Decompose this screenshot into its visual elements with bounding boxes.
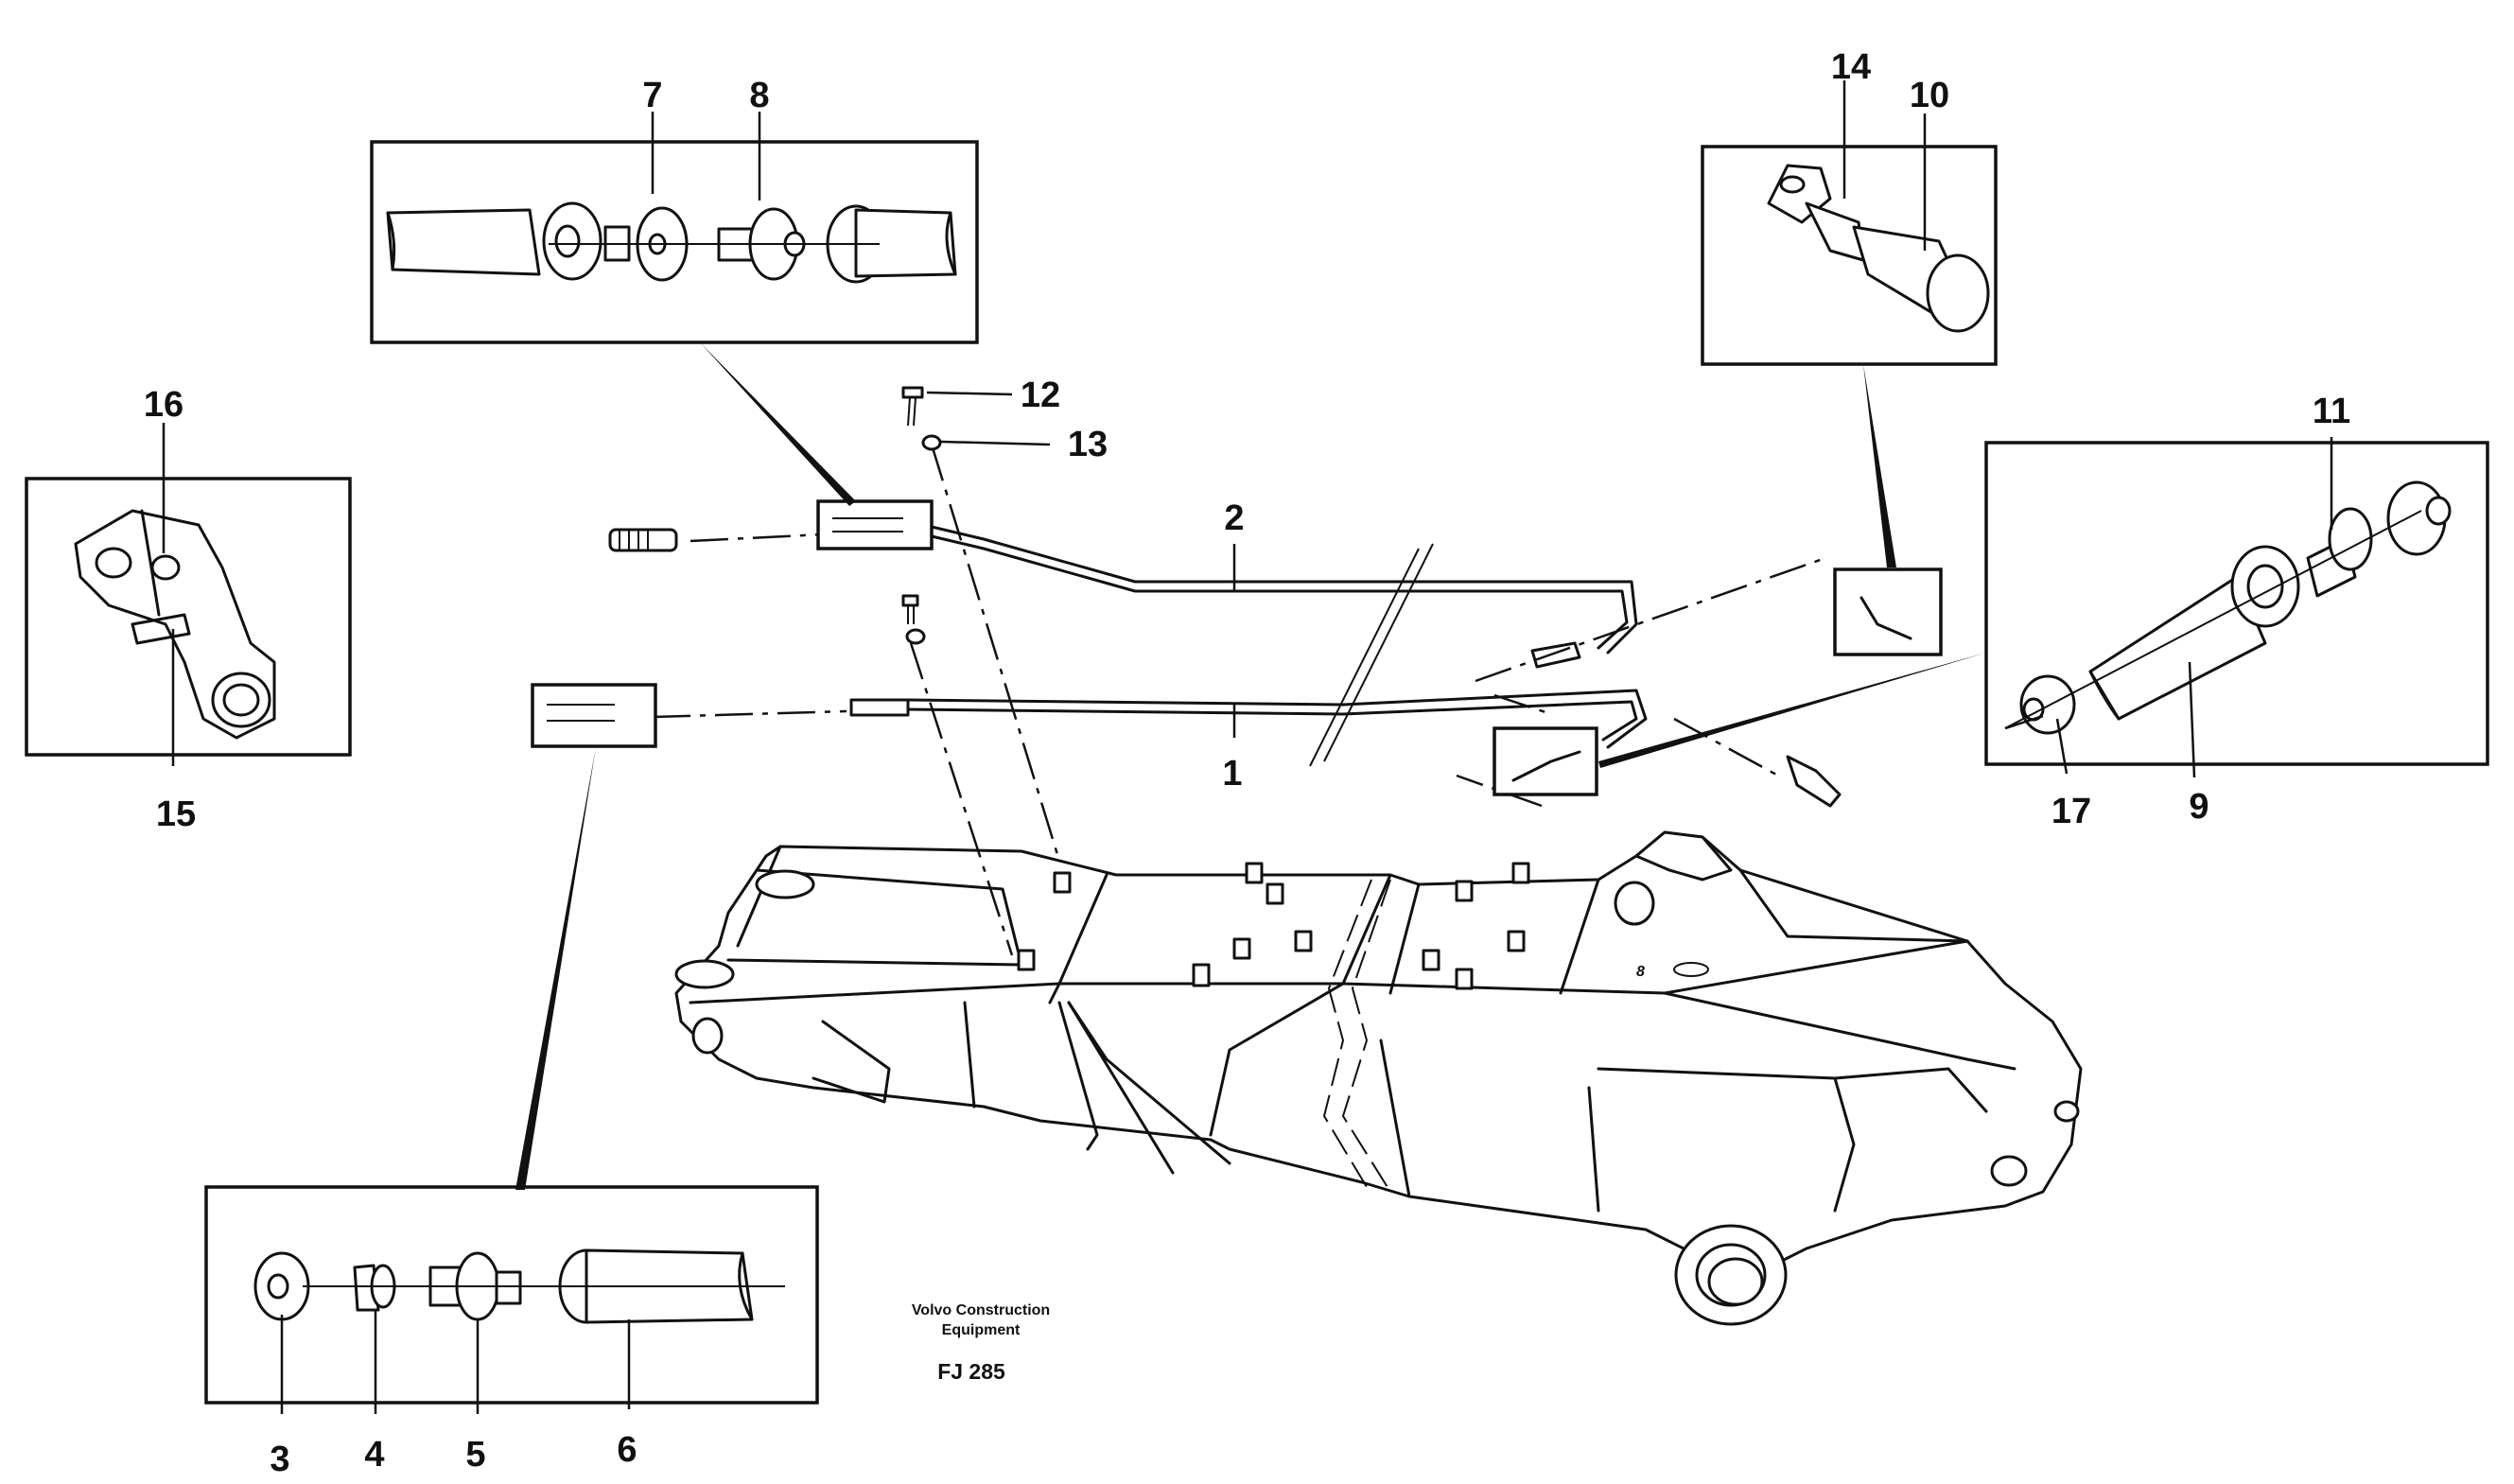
detail-panel-clamp-16-15: [25, 477, 352, 757]
callout-9: 9: [2189, 787, 2208, 827]
callout-10: 10: [1910, 76, 1949, 115]
callout-7: 7: [642, 76, 662, 115]
detail-panel-union-7-8: [370, 140, 979, 344]
pipe-clamp-blocks: [1017, 862, 1530, 990]
company-name-line1: Volvo Construction: [912, 1302, 1050, 1318]
callout-13: 13: [1068, 425, 1108, 464]
callout-leaders: [162, 80, 2333, 1414]
callout-6: 6: [617, 1430, 637, 1470]
boom-assembly: 8: [674, 830, 2083, 1326]
callout-15: 15: [156, 794, 196, 834]
union-detail-box: [1493, 726, 1598, 796]
callout-3: 3: [270, 1440, 289, 1479]
callout-16: 16: [144, 385, 183, 425]
figure-caption: Volvo Construction Equipment FJ 285: [912, 1302, 1050, 1384]
callout-17: 17: [2051, 792, 2091, 831]
callout-8: 8: [749, 76, 769, 115]
coupling-detail-box-lower: [531, 683, 657, 748]
callout-1: 1: [1222, 754, 1242, 794]
detail-connectors: [515, 342, 1986, 1190]
callout-5: 5: [465, 1435, 485, 1475]
callout-numbers: 7 8 14 10 12 13 16 15 2 1 11 17 9 3 4 5 …: [144, 47, 2350, 1479]
detail-panel-fitting-3-6: [204, 1185, 819, 1405]
callout-2: 2: [1224, 498, 1244, 538]
figure-code: FJ 285: [937, 1359, 1005, 1384]
detail-panel-sensor-14-10: [1701, 145, 1998, 366]
company-name-line2: Equipment: [942, 1322, 1021, 1338]
detail-panel-hose-9-11-17: [1984, 441, 2489, 766]
callout-11: 11: [2313, 392, 2350, 431]
boom-marking: 8: [1636, 964, 1645, 980]
coupling-detail-box-upper: [816, 499, 934, 550]
sensor-detail-box: [1833, 567, 1943, 656]
callout-4: 4: [364, 1435, 384, 1475]
callout-14: 14: [1831, 47, 1871, 87]
callout-12: 12: [1021, 375, 1060, 415]
